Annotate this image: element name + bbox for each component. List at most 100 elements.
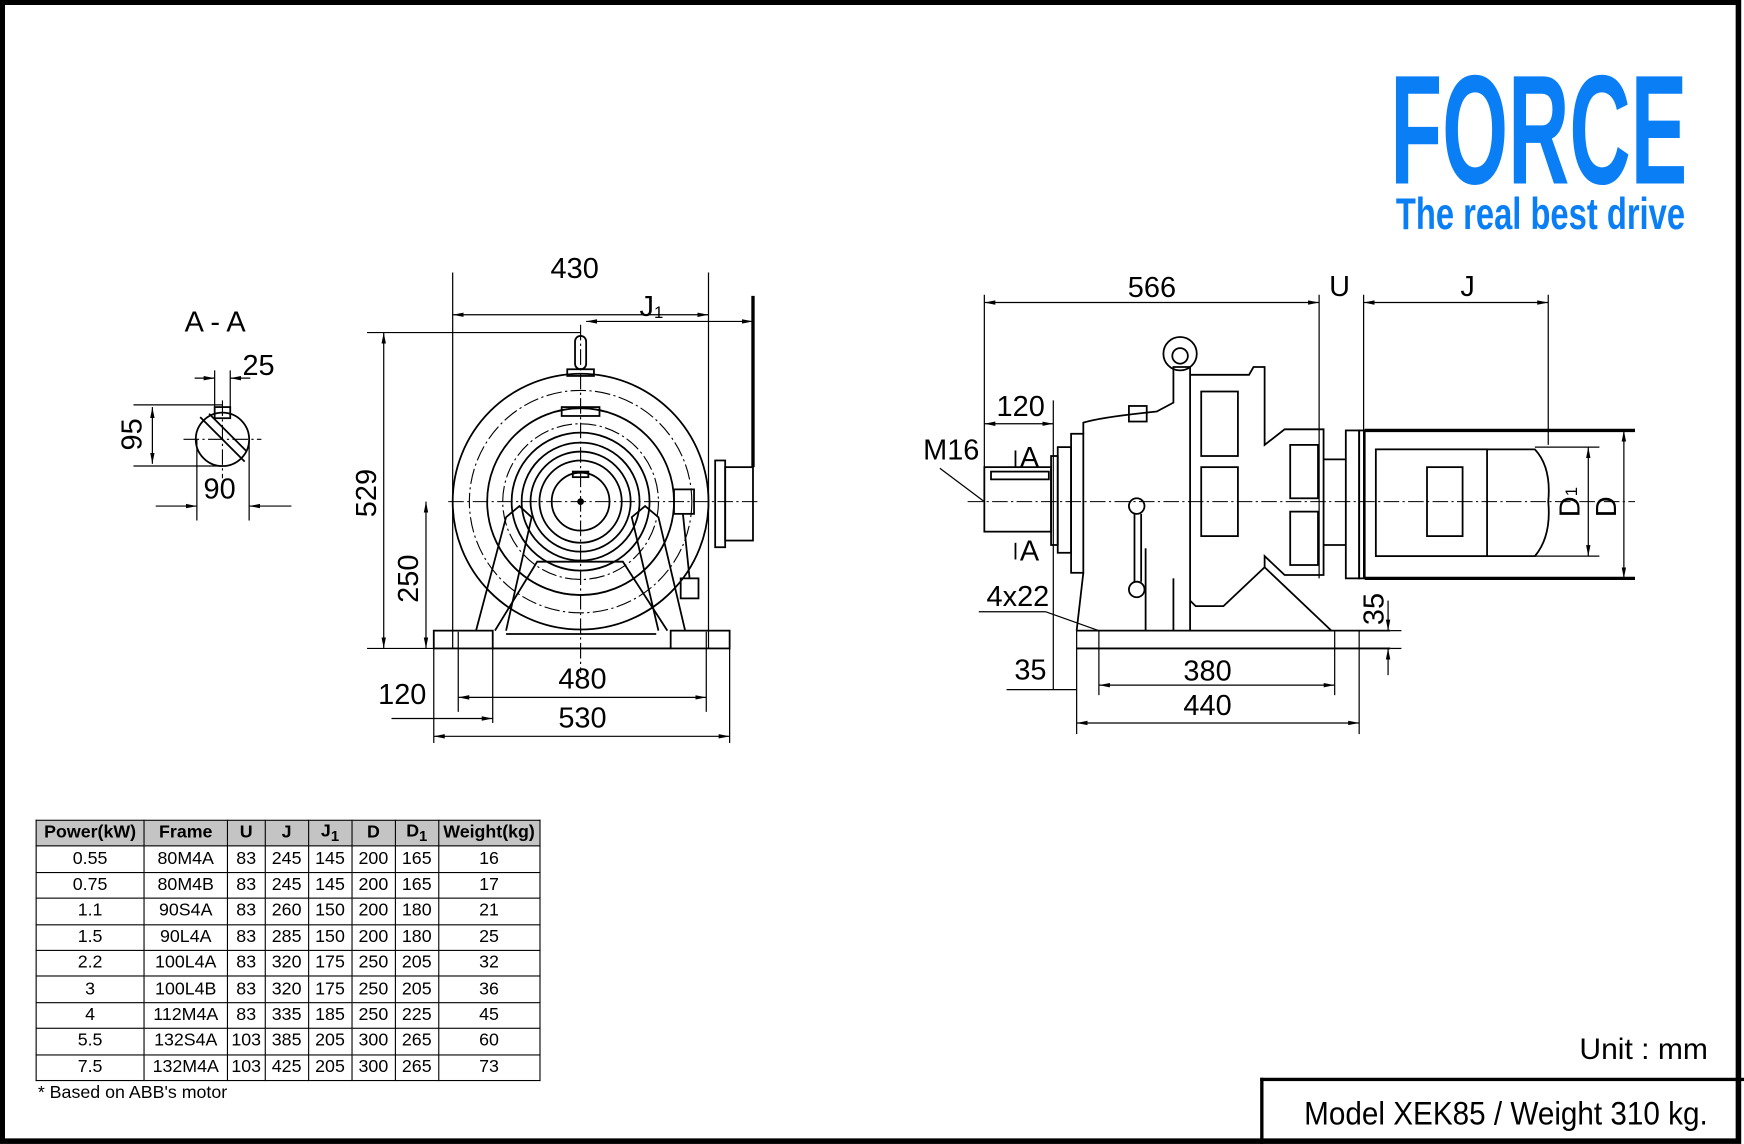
svg-text:440: 440 [1183, 690, 1231, 722]
table-header-row: Power(kW) Frame U J J1 D D1 Weight(kg) [35, 819, 541, 847]
table-cell: 300 [351, 1053, 396, 1082]
table-cell: 21 [437, 897, 541, 925]
table-cell: 103 [226, 1027, 266, 1055]
svg-text:430: 430 [551, 253, 599, 285]
table-cell: 260 [264, 897, 309, 925]
table-cell: 145 [307, 845, 353, 873]
side-view: D1 D 566 U J 120 M16 A A 4x22 35 380 440… [923, 271, 1635, 735]
spec-table: Power(kW) Frame U J J1 D D1 Weight(kg) 0… [35, 819, 541, 1082]
footnote: * Based on ABB's motor [37, 1083, 228, 1103]
table-cell: 320 [264, 949, 309, 977]
svg-text:A: A [1020, 442, 1040, 474]
table-cell: 205 [307, 1027, 353, 1055]
table-cell: 205 [394, 975, 440, 1003]
table-cell: 200 [351, 871, 396, 899]
table-cell: 83 [226, 949, 266, 977]
table-cell: 265 [394, 1053, 440, 1082]
front-view: 430 J1 529 250 480 530 120 [351, 253, 760, 743]
svg-text:250: 250 [393, 555, 425, 603]
table-cell: 245 [264, 845, 309, 873]
table-cell: 16 [437, 845, 541, 873]
table-cell: 112M4A [143, 1001, 229, 1029]
table-cell: 100L4A [143, 949, 229, 977]
svg-text:566: 566 [1128, 272, 1176, 304]
table-cell: 200 [351, 845, 396, 873]
table-cell: 165 [394, 845, 440, 873]
header-j1: J1 [307, 819, 353, 847]
table-cell: 100L4B [143, 975, 229, 1003]
svg-text:J1: J1 [640, 291, 664, 323]
header-d: D [351, 819, 396, 847]
table-cell: 80M4A [143, 845, 229, 873]
svg-text:120: 120 [378, 679, 426, 711]
table-cell: 1.1 [35, 897, 145, 925]
table-cell: 83 [226, 1001, 266, 1029]
table-cell: 83 [226, 871, 266, 899]
unit-label: Unit : mm [1579, 1032, 1708, 1066]
svg-text:FORCE: FORCE [1390, 43, 1687, 217]
svg-text:35: 35 [1014, 655, 1046, 687]
svg-text:D1: D1 [1554, 487, 1586, 517]
table-cell: 175 [307, 975, 353, 1003]
table-cell: 90S4A [143, 897, 229, 925]
force-logo: FORCE The real best drive [1390, 43, 1687, 240]
table-cell: 175 [307, 949, 353, 977]
svg-text:J: J [1460, 271, 1474, 303]
svg-text:A - A: A - A [185, 306, 247, 338]
table-cell: 103 [226, 1053, 266, 1082]
table-cell: 60 [437, 1027, 541, 1055]
table-cell: 200 [351, 897, 396, 925]
svg-text:530: 530 [558, 702, 606, 734]
header-weight: Weight(kg) [437, 819, 541, 847]
table-cell: 7.5 [35, 1053, 145, 1082]
svg-text:90: 90 [204, 473, 236, 505]
table-cell: 45 [437, 1001, 541, 1029]
table-cell: 17 [437, 871, 541, 899]
svg-text:The real best drive: The real best drive [1396, 190, 1685, 239]
header-frame: Frame [143, 819, 229, 847]
table-cell: 180 [394, 897, 440, 925]
table-cell: 36 [437, 975, 541, 1003]
table-cell: 83 [226, 923, 266, 951]
table-cell: 300 [351, 1027, 396, 1055]
table-cell: 205 [307, 1053, 353, 1082]
svg-text:4x22: 4x22 [987, 581, 1050, 613]
table-cell: 83 [226, 897, 266, 925]
table-cell: 245 [264, 871, 309, 899]
table-cell: 265 [394, 1027, 440, 1055]
svg-text:A: A [1020, 536, 1040, 568]
table-cell: 73 [437, 1053, 541, 1082]
svg-text:380: 380 [1183, 656, 1231, 688]
table-cell: 225 [394, 1001, 440, 1029]
table-cell: 320 [264, 975, 309, 1003]
svg-text:M16: M16 [923, 434, 979, 466]
table-cell: 5.5 [35, 1027, 145, 1055]
header-j: J [264, 819, 309, 847]
table-cell: 180 [394, 923, 440, 951]
table-cell: 250 [351, 975, 396, 1003]
table-cell: 32 [437, 949, 541, 977]
table-cell: 200 [351, 923, 396, 951]
svg-text:35: 35 [1359, 593, 1391, 625]
table-cell: 150 [307, 897, 353, 925]
table-cell: 165 [394, 871, 440, 899]
model-label: Model XEK85 / Weight 310 kg. [1303, 1096, 1708, 1133]
svg-text:D: D [1591, 496, 1623, 517]
section-view-a-a: A - A 95 25 90 [116, 306, 292, 521]
header-d1: D1 [394, 819, 440, 847]
model-title-block: Model XEK85 / Weight 310 kg. [1260, 1077, 1744, 1144]
table-cell: 205 [394, 949, 440, 977]
table-cell: 425 [264, 1053, 309, 1082]
header-power: Power(kW) [35, 819, 145, 847]
table-cell: 145 [307, 871, 353, 899]
